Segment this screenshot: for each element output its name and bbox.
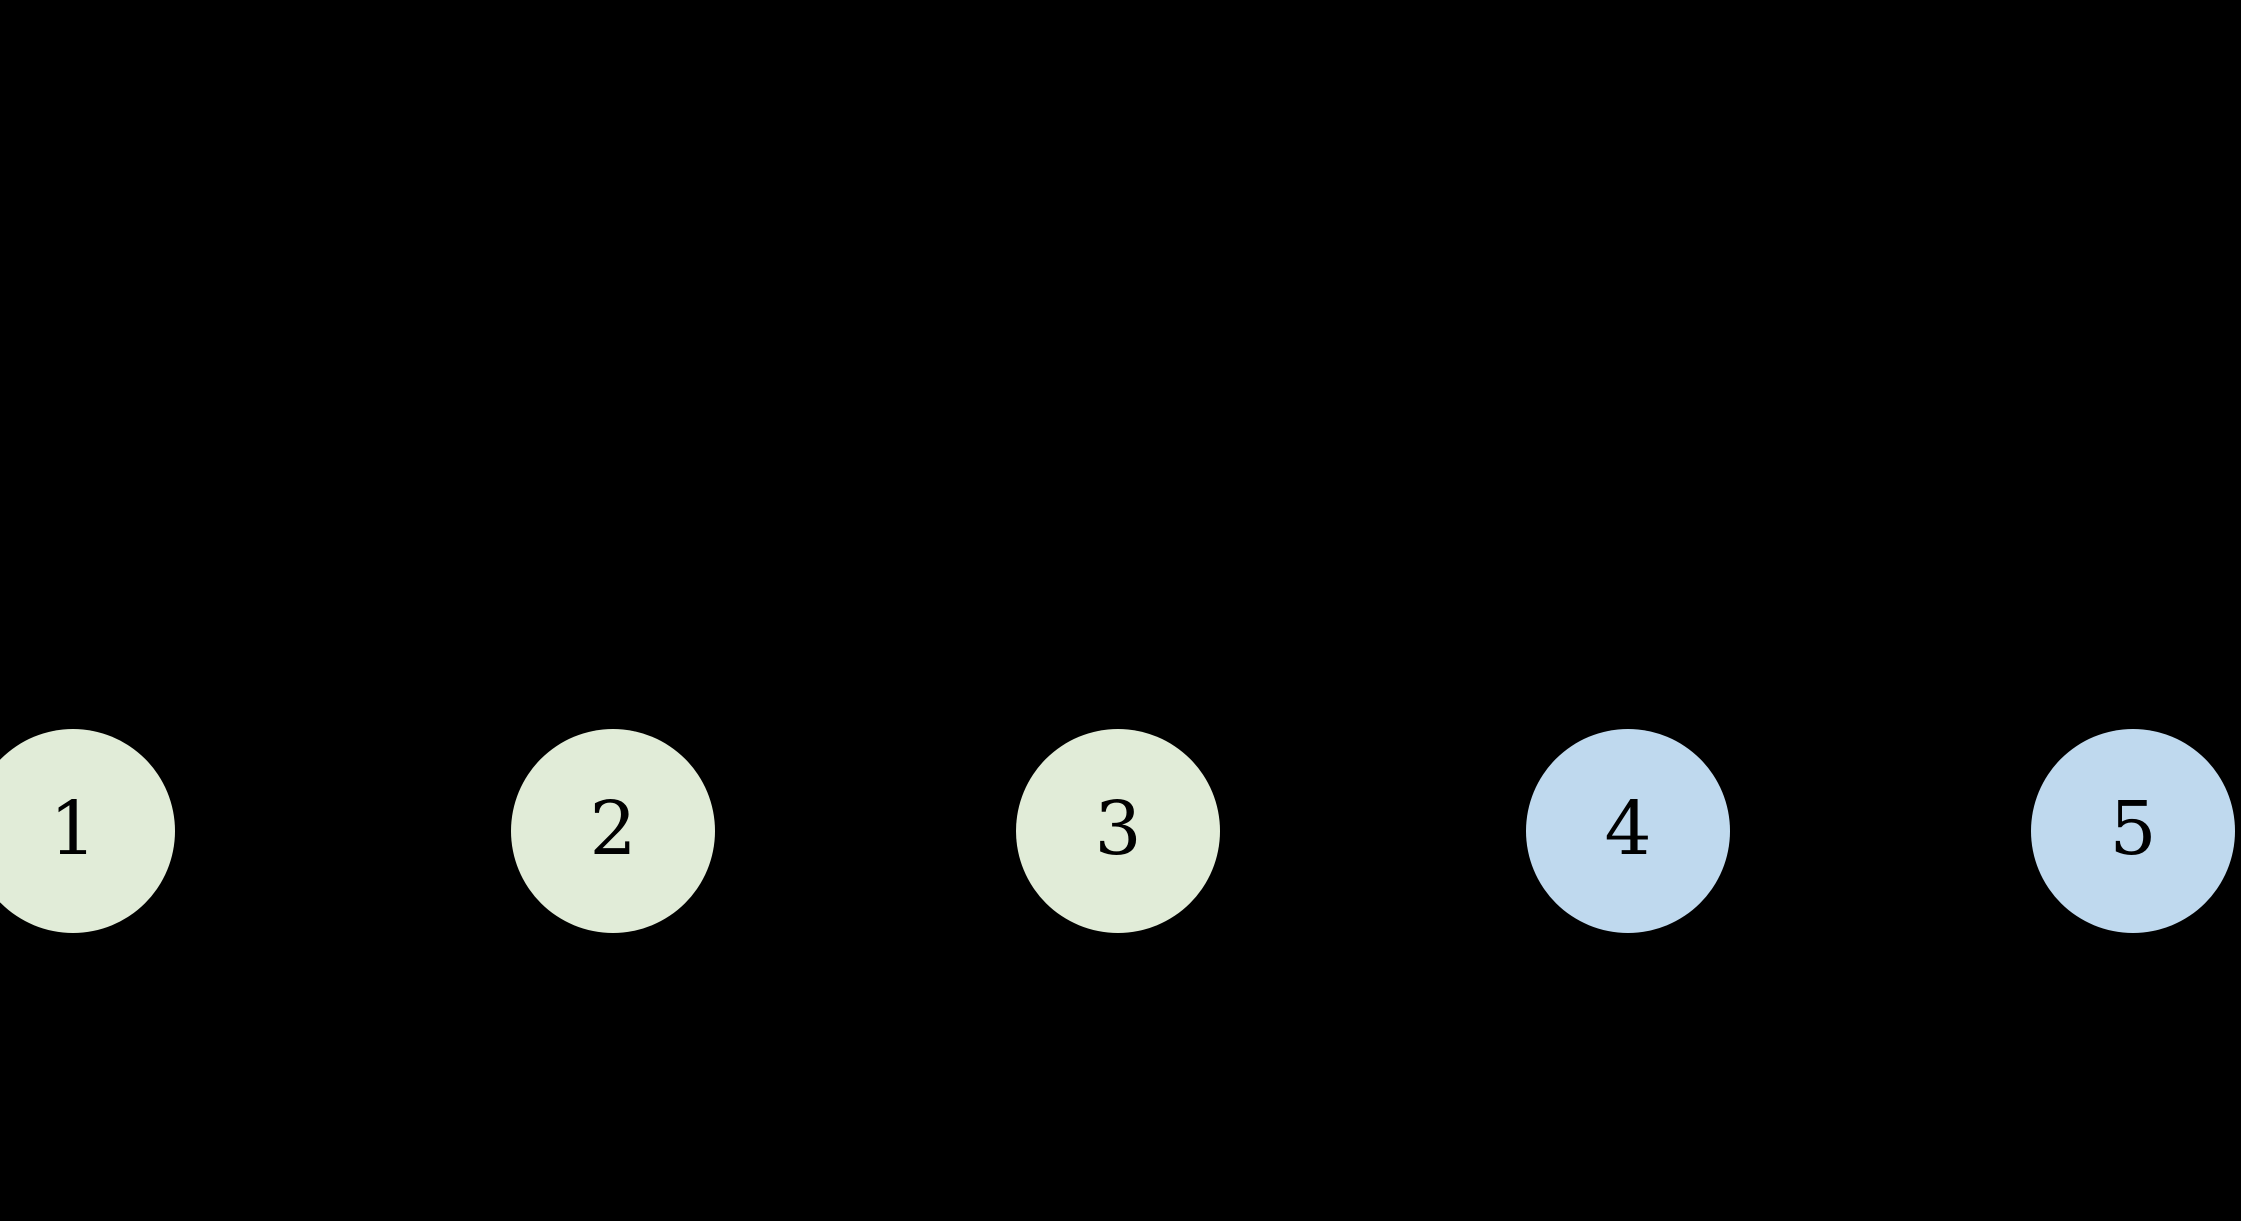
graph-node-4-label: 4 [1604, 786, 1652, 872]
graph-node-3-label: 3 [1094, 786, 1142, 872]
graph-node-4[interactable]: 4 [1526, 729, 1730, 933]
graph-node-2[interactable]: 2 [511, 729, 715, 933]
graph-node-5[interactable]: 5 [2031, 729, 2235, 933]
graph-node-3[interactable]: 3 [1016, 729, 1220, 933]
graph-node-5-label: 5 [2109, 786, 2157, 872]
graph-node-1[interactable]: 1 [0, 729, 175, 933]
graph-node-1-label: 1 [49, 786, 97, 872]
graph-node-2-label: 2 [589, 786, 637, 872]
